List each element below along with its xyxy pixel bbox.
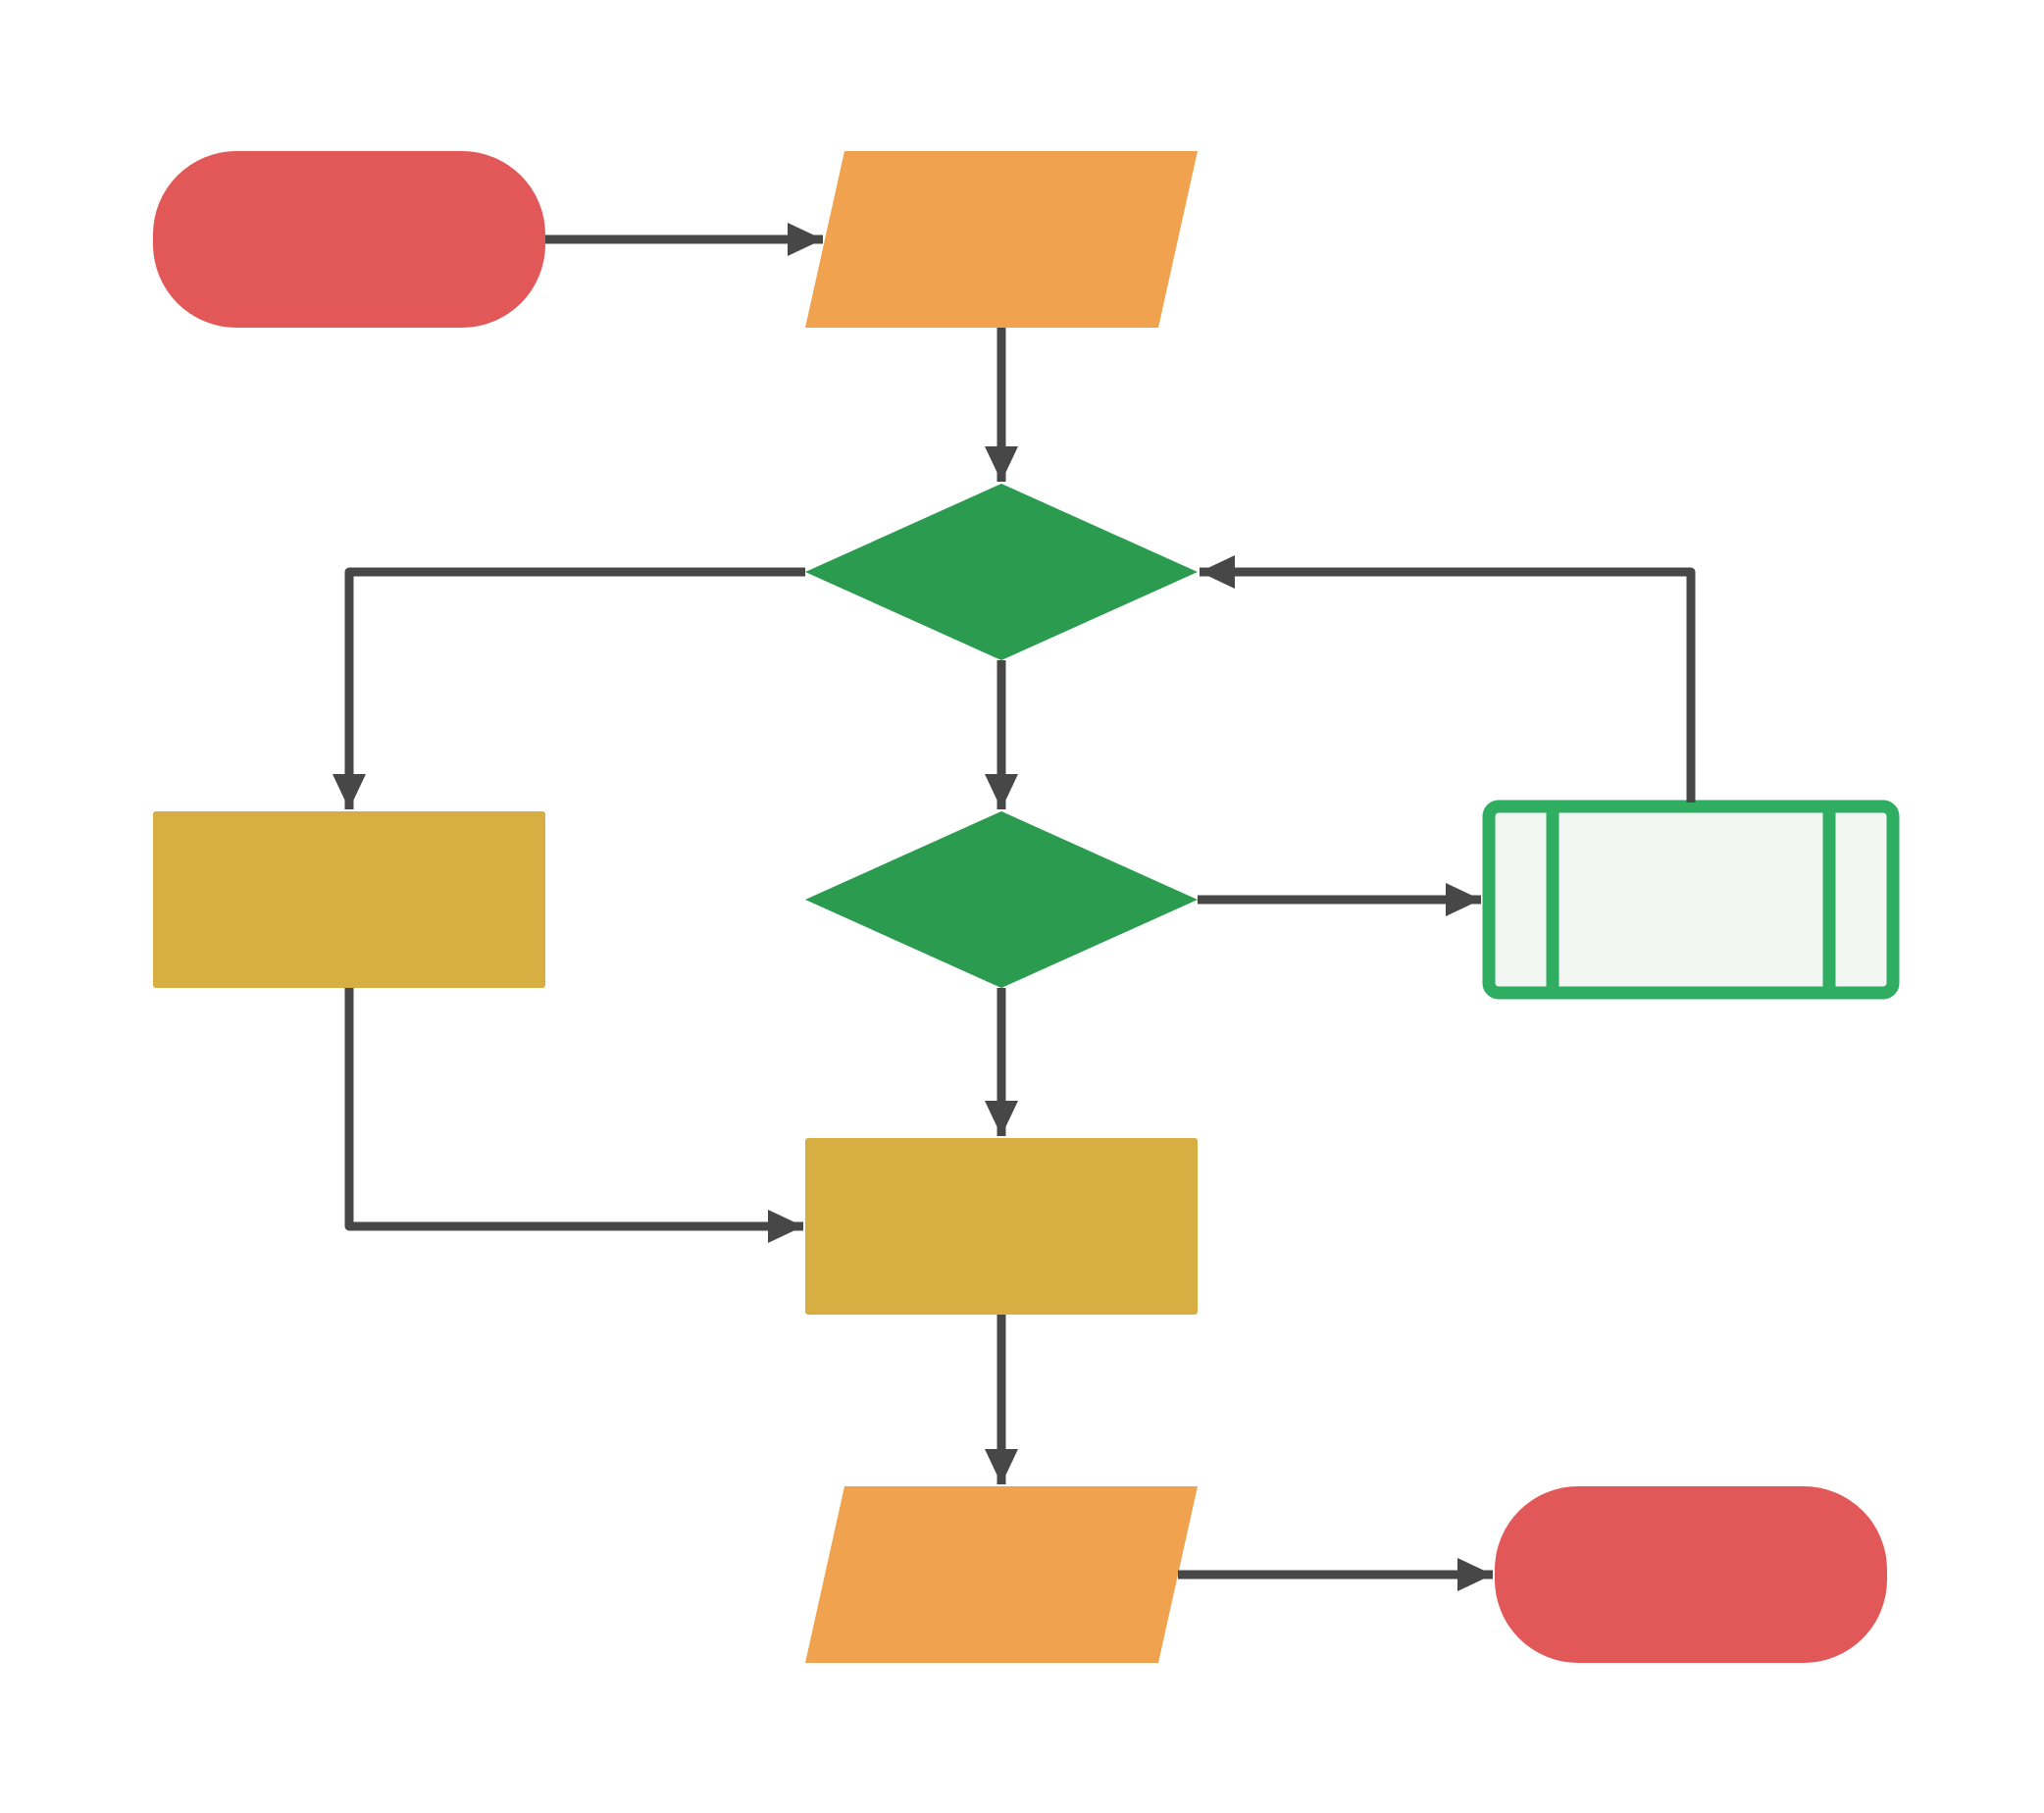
- start-terminator-shape: [153, 151, 545, 328]
- edge-predefined-process-to-decision-1: [1200, 555, 1696, 803]
- decision-1-diamond: [805, 484, 1198, 660]
- predefined-process-rect: [1482, 800, 1900, 1000]
- input-top-parallelogram: [805, 151, 1198, 328]
- predefined-process-shape: [1482, 800, 1900, 1000]
- process-center-rect: [805, 1138, 1198, 1315]
- edge-decision-1-to-process-left: [332, 567, 805, 809]
- end-terminator-shape: [1495, 1486, 1887, 1663]
- process-left-rect: [153, 811, 545, 988]
- decision-2-diamond: [805, 811, 1198, 988]
- edge-process-left-to-process-center: [344, 988, 803, 1243]
- output-bottom-parallelogram: [805, 1486, 1198, 1663]
